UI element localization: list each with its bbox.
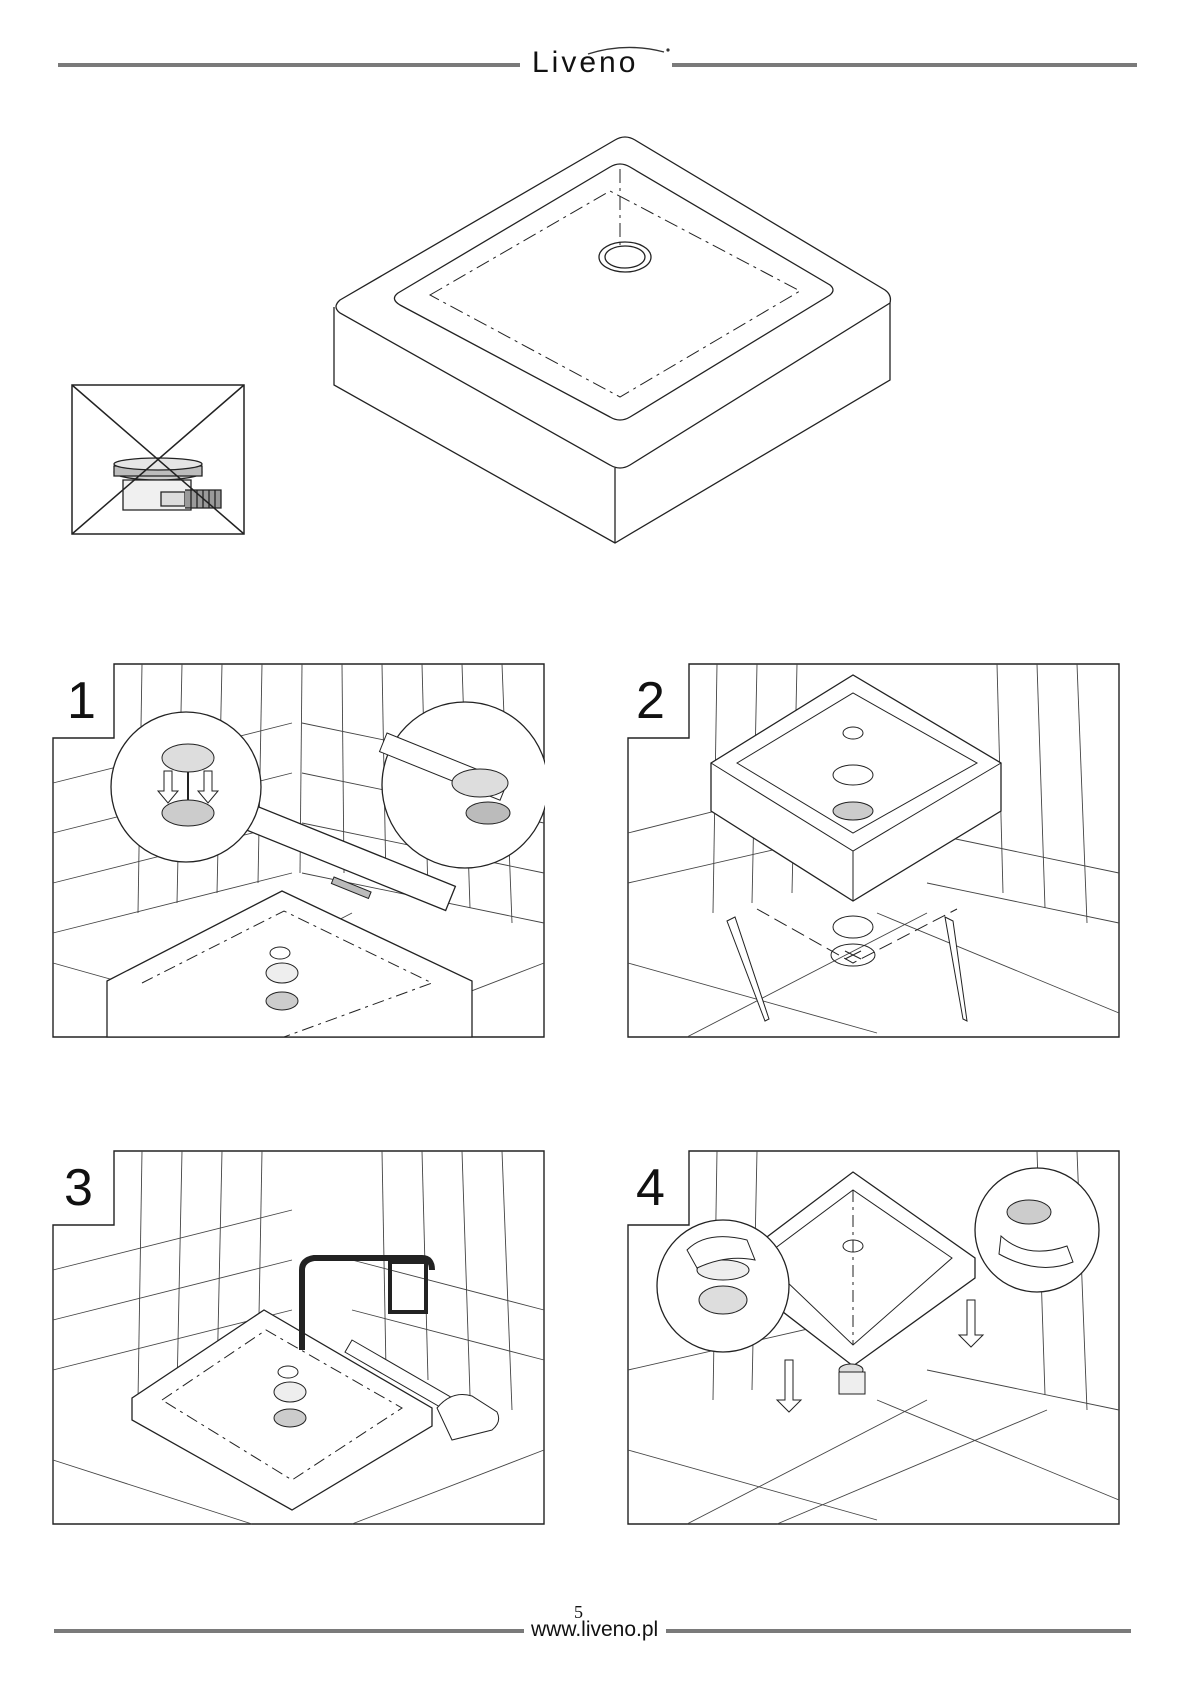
crossed-out-drain-trap-icon [71, 384, 245, 535]
step-1-panel: 1 [52, 663, 545, 1038]
measuring-tray-position-icon [52, 1150, 545, 1525]
footer-rule-left [54, 1629, 524, 1633]
marking-drain-position-icon [627, 663, 1120, 1038]
step-number: 4 [636, 1162, 665, 1214]
liveno-logo: Liveno [526, 40, 676, 84]
connecting-drain-icon [627, 1150, 1120, 1525]
step-2-panel: 2 [627, 663, 1120, 1038]
footer-rule-right [666, 1629, 1131, 1633]
step-4-panel: 4 [627, 1150, 1120, 1525]
logo-text: Liveno [532, 46, 638, 80]
step-number: 3 [64, 1162, 93, 1214]
header-rule-left [58, 63, 520, 67]
step-3-panel: 3 [52, 1150, 545, 1525]
levelling-tray-feet-icon [52, 663, 545, 1038]
website-link[interactable]: www.liveno.pl [527, 1618, 662, 1642]
step-number: 1 [67, 675, 96, 727]
step-number: 2 [636, 675, 665, 727]
shower-tray-icon [330, 135, 895, 560]
header-rule-right [672, 63, 1137, 67]
